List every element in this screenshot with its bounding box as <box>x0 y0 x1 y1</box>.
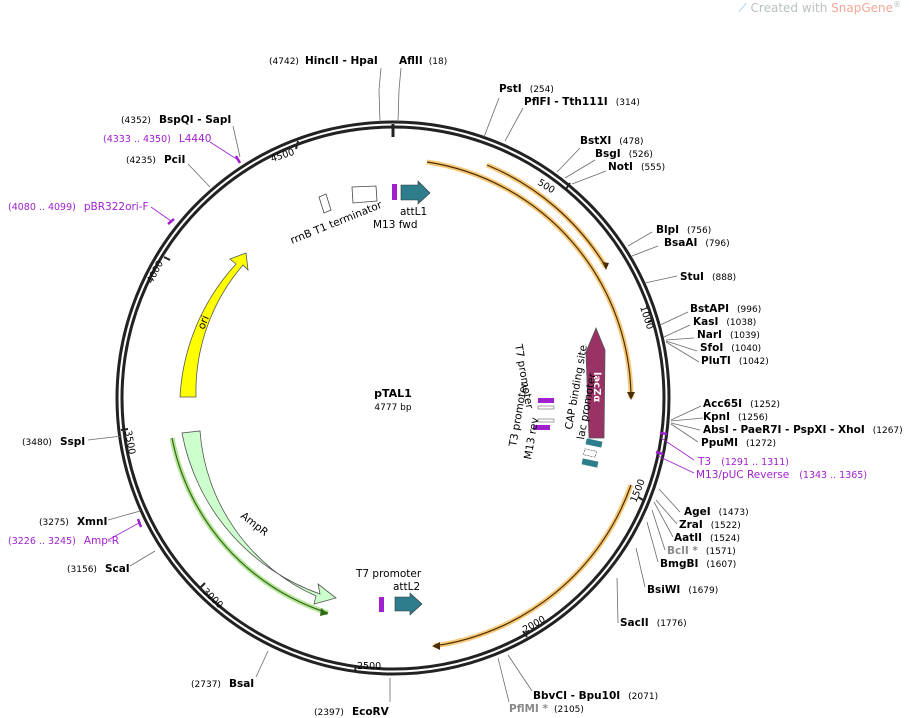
site-bsgi[interactable]: BsgI(526) <box>595 148 653 160</box>
ori-feature[interactable] <box>179 252 249 398</box>
plasmid-name: pTAL1 <box>374 387 412 400</box>
site-bspqi[interactable]: (4352)BspQI - SapI <box>121 114 231 126</box>
rrnb-feature[interactable] <box>351 185 378 204</box>
snapgene-watermark: ⟋ Created with SnapGene® <box>738 0 901 16</box>
site-kasi[interactable]: KasI(1038) <box>693 316 756 328</box>
site-hincii[interactable]: (4742)HincII - HpaI <box>269 55 378 67</box>
site-bsiwi[interactable]: BsiWI(1679) <box>647 584 718 596</box>
rrnb-label: rrnB T1 terminator <box>289 199 385 247</box>
site-agei[interactable]: AgeI(1473) <box>684 506 749 518</box>
primer-marks <box>136 155 668 528</box>
site-absi[interactable]: AbsI - PaeR7I - PspXI - XhoI(1267) <box>703 424 903 436</box>
site-bmgbi[interactable]: BmgBI(1607) <box>660 558 736 570</box>
tick-3500: 3500 <box>122 430 137 456</box>
attl2-label: attL2 <box>393 581 420 593</box>
orf-arcs-orange <box>426 159 635 650</box>
attl1-label: attL1 <box>400 206 427 218</box>
snapgene-logo-icon: ⟋ <box>738 1 751 15</box>
primer-labels: (4333 .. 4350)L4440 (4080 .. 4099)pBR322… <box>8 133 867 547</box>
mid-promoters <box>534 398 603 468</box>
site-labels: (2737) (4742)HincII - HpaI AflII(18) Pst… <box>22 55 903 718</box>
site-sacii[interactable]: SacII(1776) <box>620 617 687 629</box>
site-ppumi[interactable]: PpuMI(1272) <box>701 437 776 449</box>
site-aflii[interactable]: AflII(18) <box>399 55 447 67</box>
site-zrai[interactable]: ZraI(1522) <box>679 519 741 531</box>
site-pcii[interactable]: (4235)PciI <box>126 154 185 166</box>
tick-1000: 1000 <box>637 305 655 331</box>
primer-m13-puc-reverse[interactable]: M13/pUC Reverse(1343 .. 1365) <box>696 469 867 481</box>
m13rev-label: M13 rev <box>522 417 541 461</box>
lacz-feature[interactable] <box>585 326 606 439</box>
site-bstxi[interactable]: BstXI(478) <box>580 135 643 147</box>
site-leaders <box>87 67 704 703</box>
site-noti[interactable]: NotI(555) <box>608 161 665 173</box>
ampr-label: AmpR <box>238 510 270 539</box>
attl1-feature[interactable] <box>400 180 431 205</box>
site-ecorv[interactable]: (2397)EcoRV <box>314 706 390 718</box>
orf-arc-green <box>169 437 329 616</box>
site-scai[interactable]: (3156)ScaI <box>67 563 130 575</box>
tick-2000: 2000 <box>521 614 547 636</box>
primer-t3[interactable]: T3(1291 .. 1311) <box>697 456 789 468</box>
watermark-prefix: Created with <box>750 1 832 15</box>
site-bsaai[interactable]: BsaAI(796) <box>664 237 730 249</box>
ori-label: ori <box>196 314 212 331</box>
site-xmni[interactable]: (3275)XmnI <box>39 516 107 528</box>
lacz-label: lacZα <box>591 372 602 402</box>
site-pluti[interactable]: PluTI(1042) <box>701 355 769 367</box>
tick-2500: 2500 <box>357 661 381 672</box>
site-psti[interactable]: PstI(254) <box>499 83 554 95</box>
site-sspi[interactable]: (3480)SspI <box>22 436 85 448</box>
site-bstapi[interactable]: BstAPI(996) <box>690 303 761 315</box>
site-aatii[interactable]: AatII(1524) <box>674 532 740 544</box>
site-kpni[interactable]: KpnI(1256) <box>703 411 768 423</box>
site-pflmi[interactable]: PflMI *(2105) <box>509 703 584 715</box>
primer-amp-r[interactable]: (3226 .. 3245)Amp-R <box>8 535 119 547</box>
ampr-feature[interactable] <box>181 430 337 605</box>
primer-l4440[interactable]: (4333 .. 4350)L4440 <box>103 133 211 145</box>
site-bsai[interactable]: (2737)BsaI <box>191 678 254 690</box>
site-nari[interactable]: NarI(1039) <box>697 329 760 341</box>
watermark-mark: ® <box>893 0 901 9</box>
attl2-feature[interactable] <box>394 592 423 616</box>
rrnb-marker <box>318 193 332 214</box>
site-acc65i[interactable]: Acc65I(1252) <box>703 398 780 410</box>
site-pflfi[interactable]: PflFI - Tth111I(314) <box>524 96 640 108</box>
t7-bottom-label: T7 promoter <box>355 568 422 580</box>
backbone-outer <box>115 120 671 676</box>
plasmid-size: 4777 bp <box>374 403 411 413</box>
watermark-name: SnapGene <box>831 1 893 15</box>
m13fwd-label: M13 fwd <box>373 219 418 231</box>
site-bcli[interactable]: BclI *(1571) <box>667 545 736 557</box>
site-sfoi[interactable]: SfoI(1040) <box>700 342 761 354</box>
primer-pbr322ori-f[interactable]: (4080 .. 4099)pBR322ori-F <box>8 201 149 213</box>
site-blpi[interactable]: BlpI(756) <box>656 224 711 236</box>
site-stui[interactable]: StuI(888) <box>680 271 736 283</box>
t7-bottom-marker[interactable] <box>379 597 384 612</box>
site-bbvci[interactable]: BbvCI - Bpu10I(2071) <box>533 690 658 702</box>
m13fwd-marker[interactable] <box>392 184 397 200</box>
